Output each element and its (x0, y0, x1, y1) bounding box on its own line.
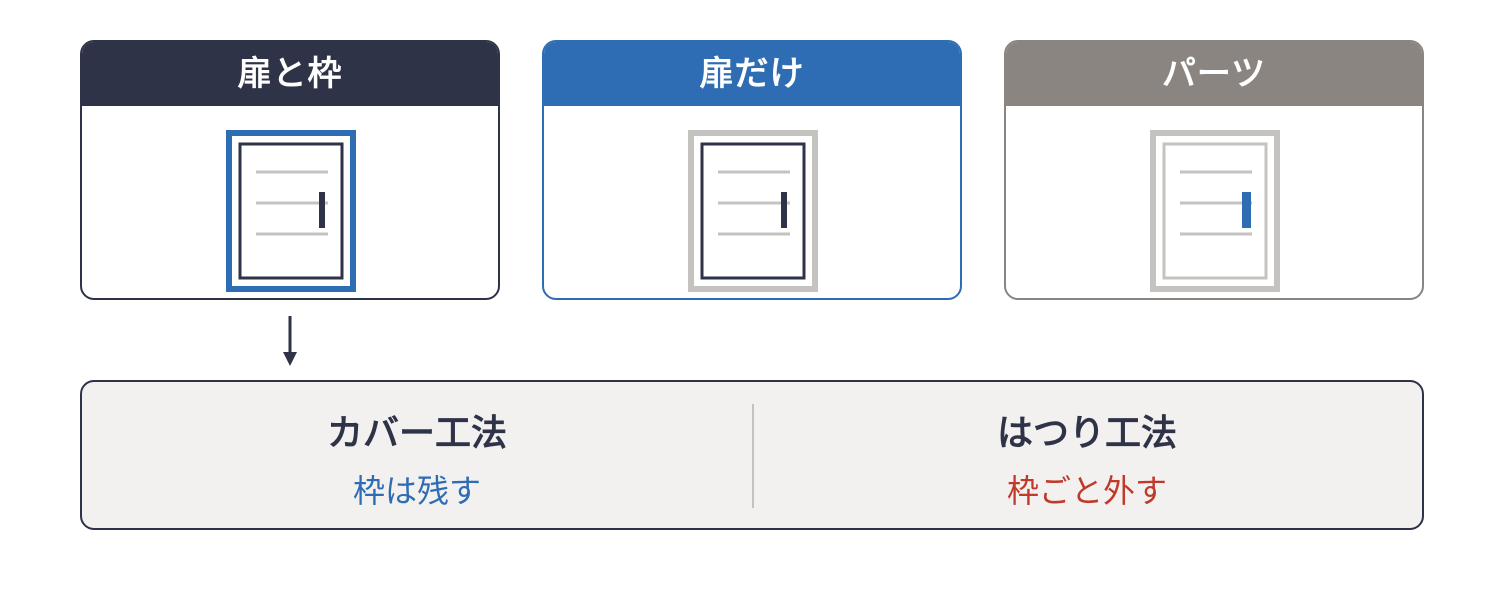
method-divider (752, 404, 754, 508)
door-parts-icon (1150, 130, 1280, 292)
method-description: 枠ごと外す (1006, 472, 1167, 510)
method-cover: カバー工法 枠は残す (82, 382, 752, 528)
card-door-and-frame: 扉と枠 (80, 40, 500, 300)
door-frame (226, 130, 356, 292)
door-handle (319, 192, 325, 228)
door-frame (1150, 130, 1280, 292)
door-and-frame-icon (226, 130, 356, 292)
methods-box: カバー工法 枠は残す はつり工法 枠ごと外す (80, 380, 1424, 530)
door-only-icon (688, 130, 818, 292)
card-header: パーツ (1006, 42, 1422, 106)
method-description: 枠は残す (352, 472, 481, 510)
door-handle (1242, 192, 1251, 228)
card-parts: パーツ (1004, 40, 1424, 300)
door-panel (238, 142, 344, 280)
card-header: 扉だけ (544, 42, 960, 106)
card-header: 扉と枠 (82, 42, 498, 106)
door-panel (1162, 142, 1268, 280)
door-panel (700, 142, 806, 280)
down-arrow-icon (283, 316, 297, 366)
door-handle (781, 192, 787, 228)
door-frame (688, 130, 818, 292)
method-title: カバー工法 (326, 413, 507, 454)
method-title: はつり工法 (996, 413, 1177, 454)
card-door-only: 扉だけ (542, 40, 962, 300)
method-chipping: はつり工法 枠ごと外す (752, 382, 1422, 528)
